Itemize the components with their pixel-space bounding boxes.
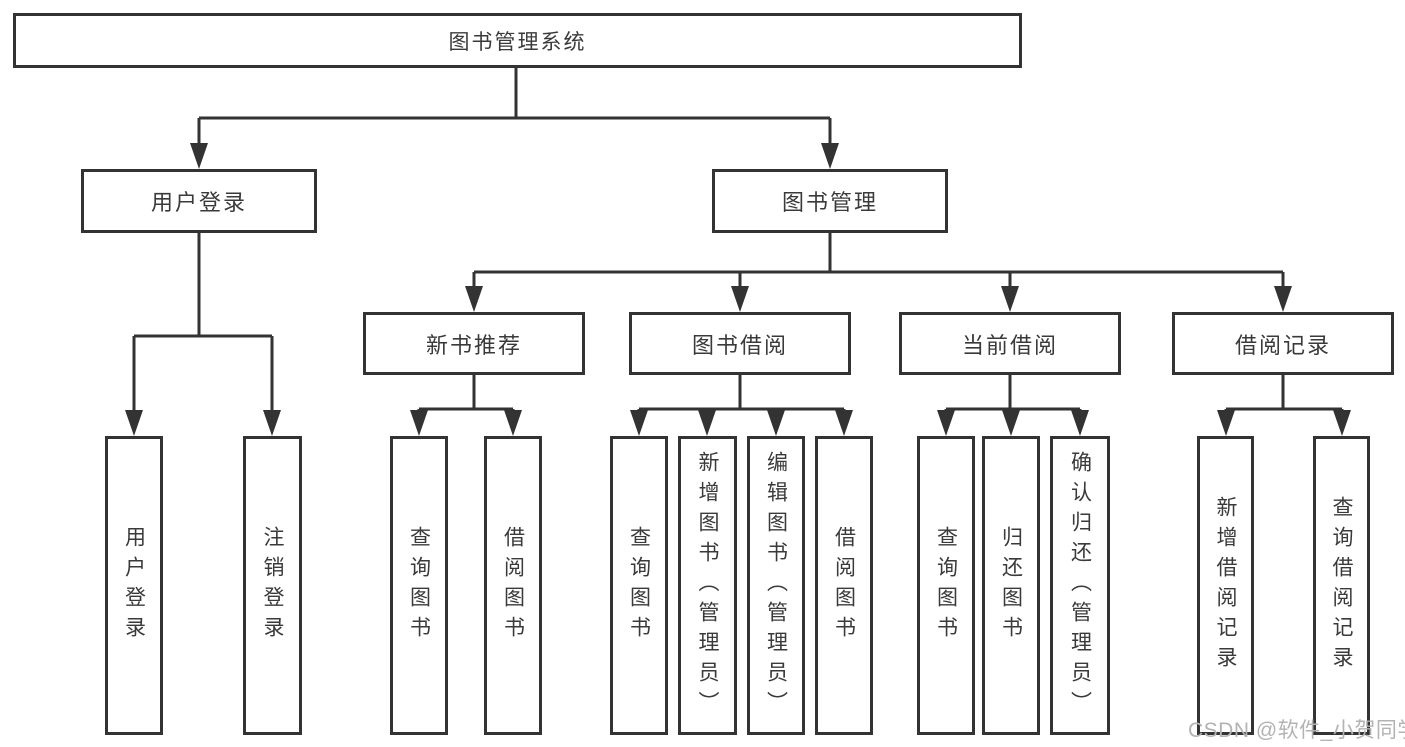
node-query-books-borrow: 查询图书 xyxy=(610,436,668,735)
node-borrow-book: 借阅图书 xyxy=(815,436,873,735)
node-user-login: 用户登录 xyxy=(105,436,163,735)
node-label: 图书管理系统 xyxy=(448,30,587,54)
node-query-borrow-record: 查询借阅记录 xyxy=(1313,436,1370,735)
node-query-books-recommend: 查询图书 xyxy=(390,436,448,735)
node-label: 查询图书 xyxy=(934,525,958,646)
node-borrow-records: 借阅记录 xyxy=(1172,312,1394,375)
node-label: 查询图书 xyxy=(407,525,431,646)
csdn-watermark: CSDN @软件_小贺同学 xyxy=(1188,719,1405,742)
node-label: 归还图书 xyxy=(999,525,1023,646)
node-add-book-admin: 新增图书（管理员） xyxy=(678,436,737,735)
node-label: 注销登录 xyxy=(261,525,284,646)
node-return-book: 归还图书 xyxy=(982,436,1040,735)
node-label: 确认归还（管理员） xyxy=(1068,450,1092,721)
node-label: 借阅记录 xyxy=(1234,332,1331,358)
node-confirm-return-admin: 确认归还（管理员） xyxy=(1050,436,1110,735)
node-label: 当前借阅 xyxy=(961,332,1058,358)
node-label: 图书管理 xyxy=(781,190,878,215)
node-label: 借阅图书 xyxy=(832,525,856,646)
node-library-management-system: 图书管理系统 xyxy=(13,13,1022,68)
node-label: 新书推荐 xyxy=(425,332,522,358)
node-label: 用户登录 xyxy=(122,525,146,646)
node-label: 编辑图书（管理员） xyxy=(764,450,788,721)
node-label: 新增借阅记录 xyxy=(1214,495,1237,676)
node-borrow-book-recommend: 借阅图书 xyxy=(484,436,542,735)
node-current-borrow: 当前借阅 xyxy=(899,312,1121,375)
node-label: 新增图书（管理员） xyxy=(696,450,719,721)
node-label: 图书借阅 xyxy=(691,332,788,358)
node-label: 借阅图书 xyxy=(501,525,525,646)
node-book-borrow: 图书借阅 xyxy=(629,312,851,375)
node-query-books-current: 查询图书 xyxy=(917,436,975,735)
node-edit-book-admin: 编辑图书（管理员） xyxy=(747,436,805,735)
node-label: 用户登录 xyxy=(150,190,247,215)
node-add-borrow-record: 新增借阅记录 xyxy=(1197,436,1254,735)
node-book-management-group: 图书管理 xyxy=(712,169,948,233)
node-new-book-recommend: 新书推荐 xyxy=(363,312,585,375)
node-label: 查询图书 xyxy=(627,525,651,646)
node-logout: 注销登录 xyxy=(243,436,302,735)
node-user-login-group: 用户登录 xyxy=(81,169,317,233)
node-label: 查询借阅记录 xyxy=(1330,495,1353,676)
